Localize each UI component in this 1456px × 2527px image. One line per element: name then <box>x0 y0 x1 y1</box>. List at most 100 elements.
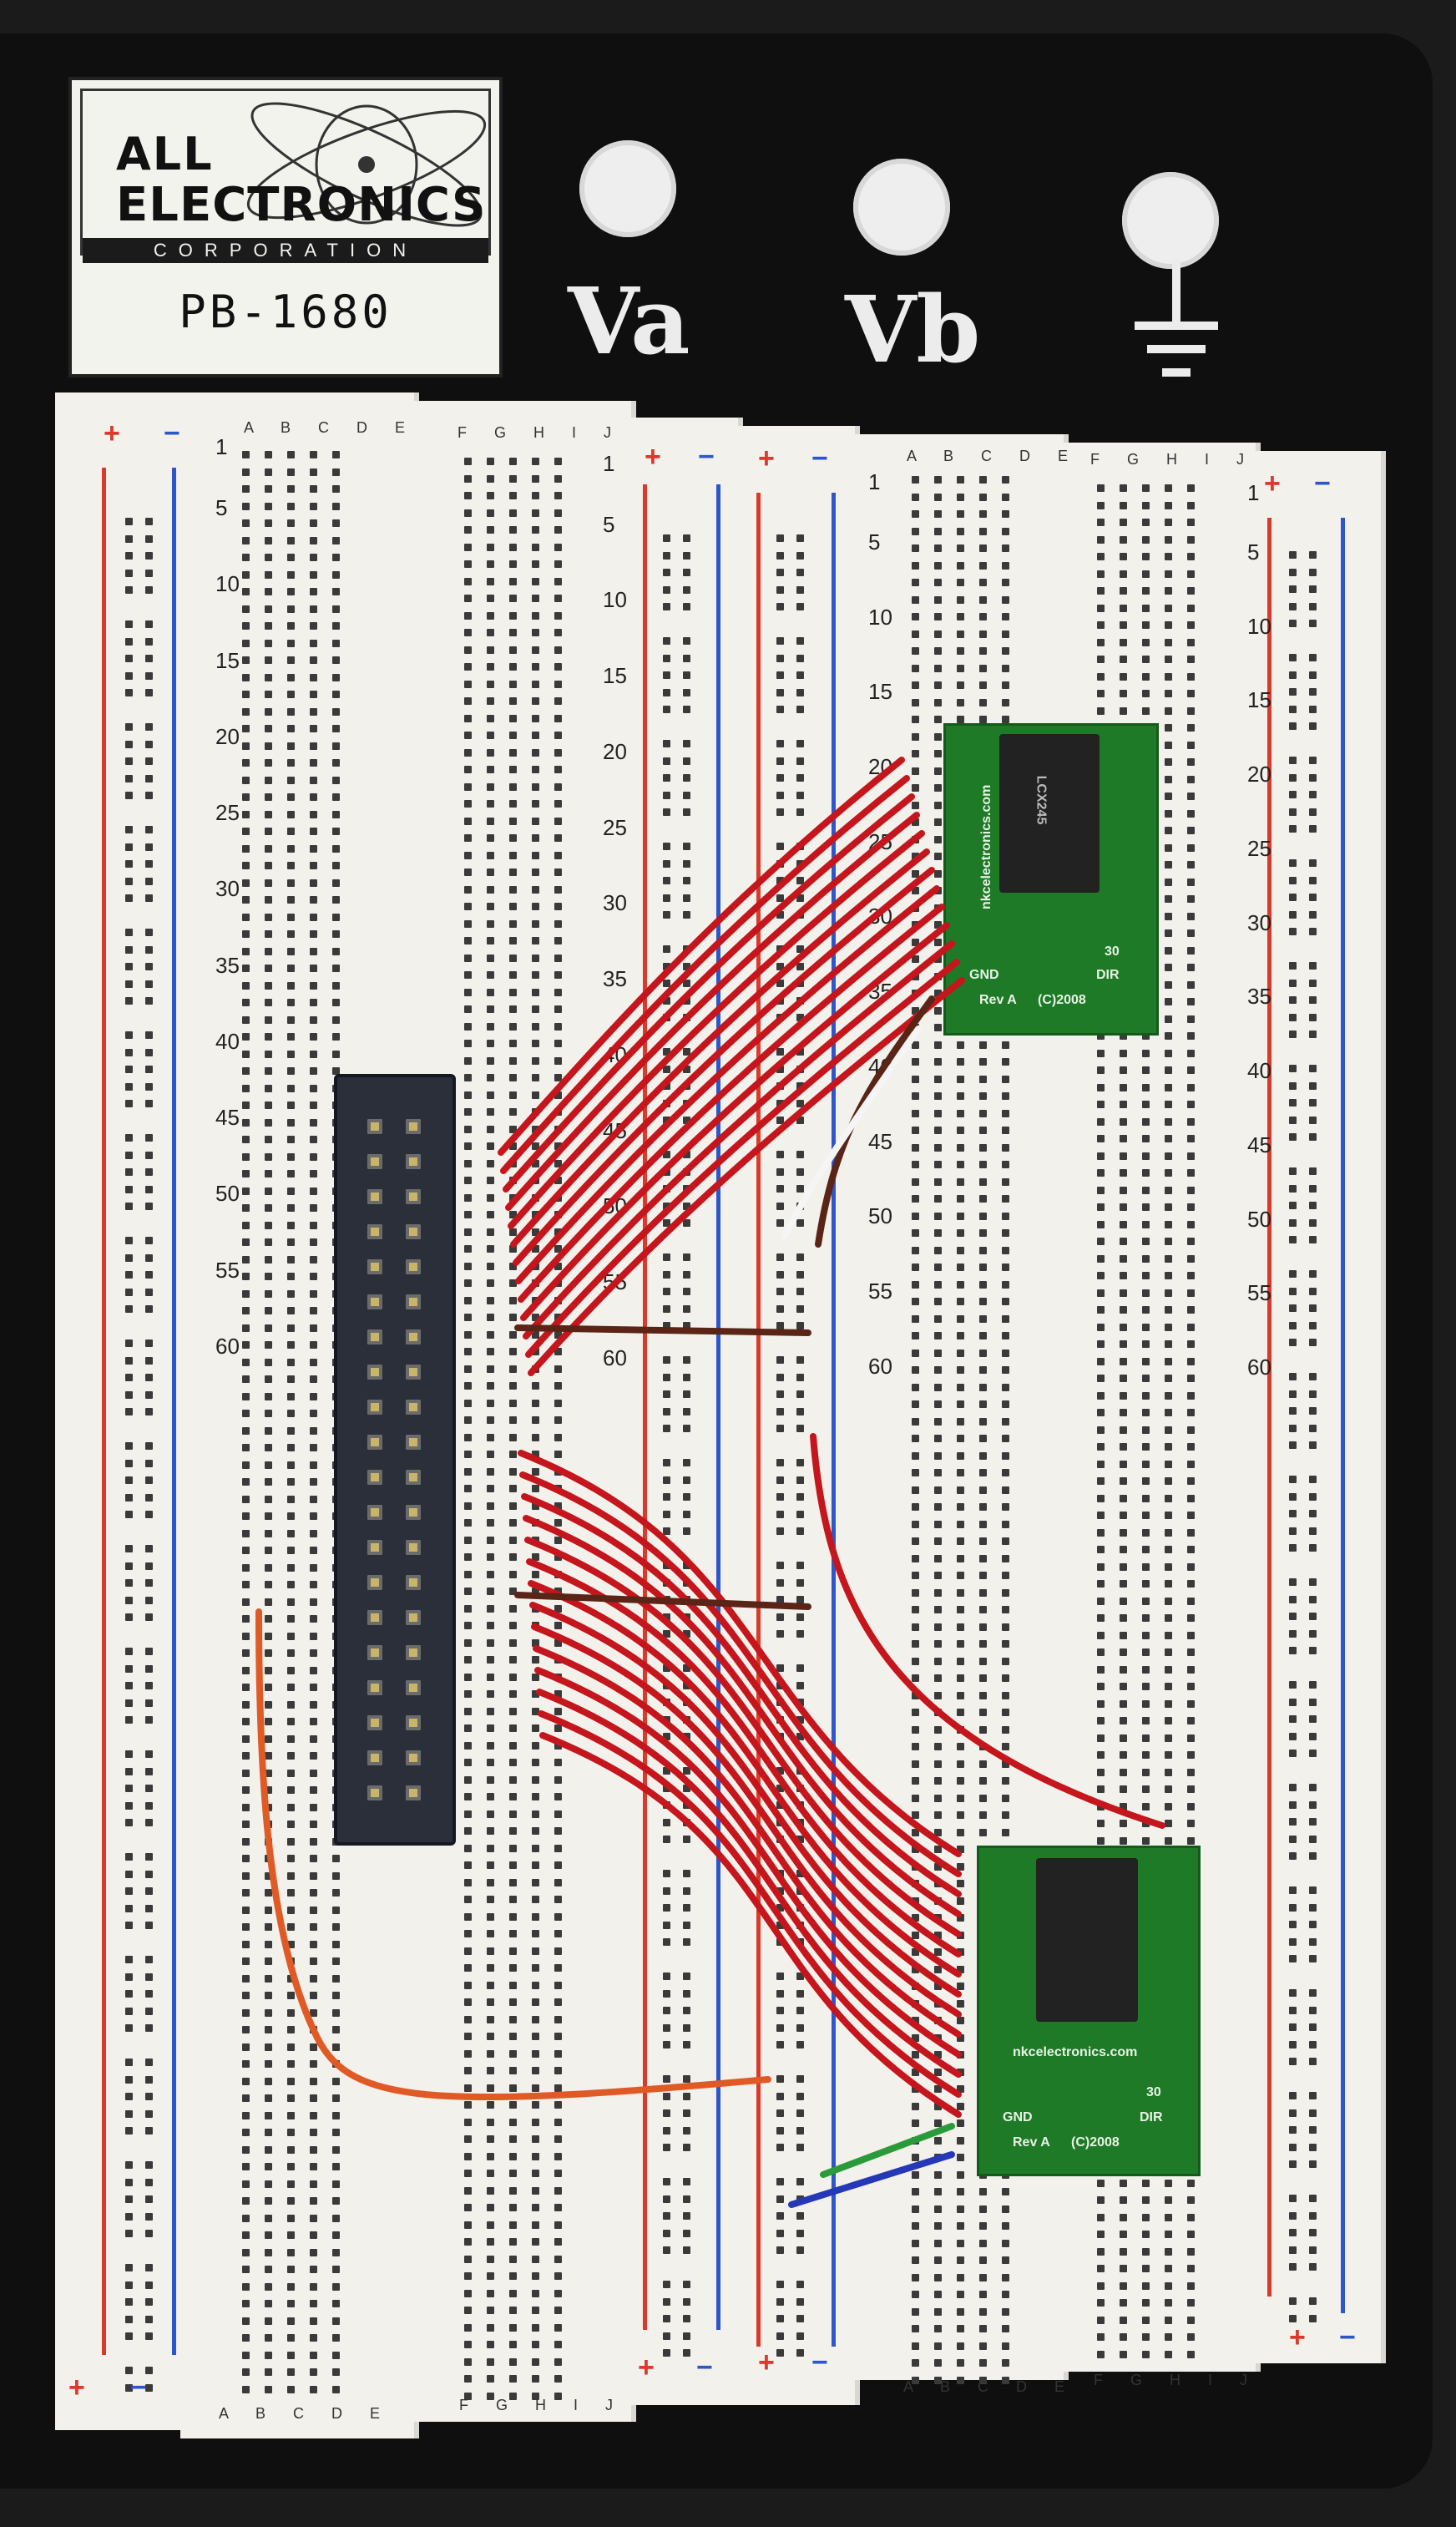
breadboard-hole <box>934 732 942 741</box>
breadboard-hole <box>554 1433 562 1441</box>
breadboard-hole <box>979 493 987 501</box>
breadboard-hole <box>934 818 942 826</box>
breadboard-hole <box>1002 1725 1009 1734</box>
breadboard-hole <box>796 2144 804 2151</box>
breadboard-hole <box>1002 595 1009 604</box>
breadboard-hole <box>332 519 340 527</box>
breadboard-hole <box>509 1365 517 1373</box>
breadboard-hole <box>509 1638 517 1647</box>
breadboard-hole <box>242 2385 250 2393</box>
breadboard-hole <box>554 2392 562 2400</box>
breadboard-hole <box>487 834 494 842</box>
breadboard-hole <box>683 1048 690 1056</box>
breadboard-hole <box>776 1270 784 1279</box>
breadboard-hole <box>934 869 942 878</box>
breadboard-hole <box>683 1630 690 1638</box>
breadboard-hole <box>242 1033 250 1041</box>
breadboard-hole <box>464 2084 472 2092</box>
breadboard-hole <box>242 1101 250 1109</box>
breadboard-hole <box>532 509 539 517</box>
breadboard-hole <box>487 1536 494 1544</box>
breadboard-hole <box>265 468 272 476</box>
breadboard-hole <box>934 835 942 843</box>
breadboard-hole <box>242 1889 250 1897</box>
breadboard-hole <box>242 2145 250 2154</box>
breadboard-hole <box>265 1906 272 1914</box>
breadboard-hole <box>145 2383 153 2392</box>
breadboard-hole <box>1002 1520 1009 1528</box>
breadboard-hole <box>796 945 804 953</box>
breadboard-hole <box>125 963 133 970</box>
breadboard-hole <box>145 843 153 851</box>
breadboard-hole <box>532 543 539 551</box>
breadboard-hole <box>1002 1400 1009 1408</box>
jumper-wire <box>788 2151 955 2208</box>
breadboard-hole <box>934 1041 942 1049</box>
breadboard-hole <box>509 1622 517 1629</box>
breadboard-hole <box>145 1887 153 1895</box>
breadboard-hole <box>464 1707 472 1715</box>
breadboard-hole <box>464 1108 472 1116</box>
breadboard-hole <box>464 1947 472 1955</box>
breadboard-hole <box>663 1527 670 1535</box>
breadboard-hole <box>464 732 472 739</box>
breadboard-hole <box>532 1981 539 1989</box>
breadboard-hole <box>912 1743 919 1750</box>
breadboard-hole <box>912 647 919 655</box>
breadboard-hole <box>464 1056 472 1065</box>
breadboard-hole <box>532 1502 539 1510</box>
breadboard-hole <box>464 1519 472 1527</box>
breadboard-hole <box>934 1127 942 1134</box>
breadboard-hole <box>934 1931 942 1939</box>
breadboard-hole <box>663 911 670 919</box>
breadboard-hole <box>509 1502 517 1510</box>
breadboard-hole <box>912 1143 919 1152</box>
breadboard-hole <box>912 801 919 809</box>
breadboard-hole <box>776 1596 784 1603</box>
breadboard-hole <box>776 637 784 645</box>
breadboard-hole <box>776 962 784 970</box>
breadboard-hole <box>554 509 562 517</box>
breadboard-hole <box>265 1426 272 1435</box>
breadboard-hole <box>145 1699 153 1707</box>
breadboard-hole <box>957 1127 964 1134</box>
breadboard-hole <box>125 1476 133 1484</box>
breadboard-hole <box>776 2212 784 2220</box>
breadboard-hole <box>487 2118 494 2126</box>
breadboard-hole <box>487 2323 494 2332</box>
breadboard-hole <box>487 1330 494 1339</box>
breadboard-hole <box>145 1288 153 1296</box>
breadboard-hole <box>125 1168 133 1176</box>
breadboard-hole <box>125 757 133 765</box>
breadboard-hole <box>287 1136 295 1143</box>
breadboard-hole <box>554 1998 562 2006</box>
breadboard-hole <box>125 1853 133 1861</box>
breadboard-hole <box>265 2043 272 2051</box>
breadboard-hole <box>487 2049 494 2058</box>
breadboard-hole <box>776 1253 784 1261</box>
breadboard-hole <box>532 474 539 483</box>
breadboard-hole <box>125 637 133 646</box>
breadboard-hole <box>683 585 690 594</box>
breadboard-hole <box>776 688 784 696</box>
breadboard-hole <box>663 688 670 696</box>
breadboard-hole <box>663 2349 670 2357</box>
breadboard-hole <box>683 603 690 610</box>
breadboard-hole <box>310 913 317 921</box>
breadboard-hole <box>509 1467 517 1476</box>
breadboard-hole <box>554 2272 562 2280</box>
breadboard-hole <box>934 750 942 757</box>
breadboard-hole <box>287 570 295 579</box>
breadboard-hole <box>464 2033 472 2040</box>
breadboard-hole <box>265 1392 272 1400</box>
breadboard-hole <box>683 1390 690 1398</box>
breadboard-hole <box>554 1451 562 1458</box>
breadboard-hole <box>287 2317 295 2325</box>
breadboard-hole <box>957 493 964 501</box>
breadboard-hole <box>532 2204 539 2211</box>
breadboard-hole <box>683 774 690 782</box>
breadboard-hole <box>242 605 250 613</box>
breadboard-hole <box>912 1503 919 1511</box>
breadboard-hole <box>265 1273 272 1280</box>
breadboard-hole <box>242 1204 250 1212</box>
